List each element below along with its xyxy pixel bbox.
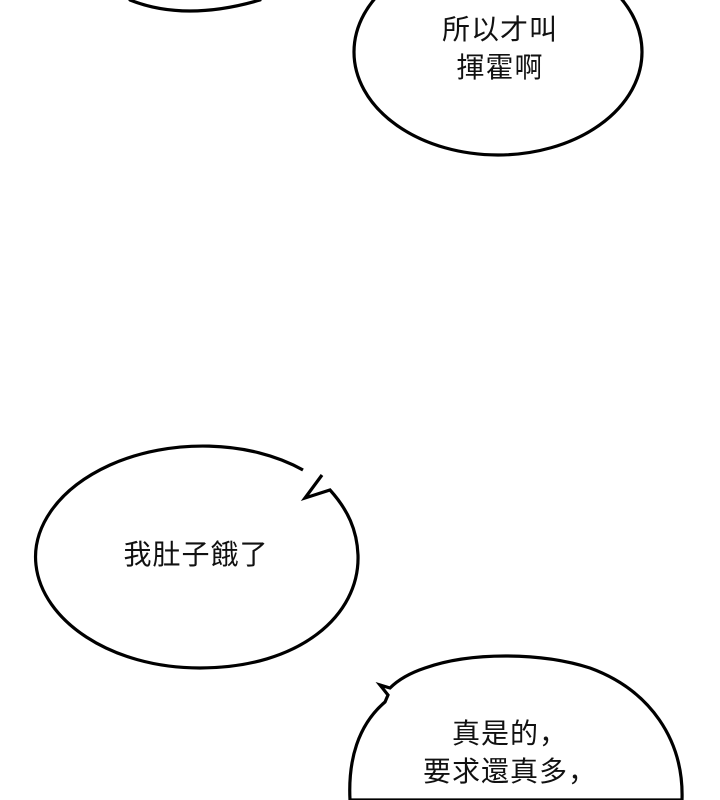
speech-bubble-3-text: 真是的， 要求還真多， xyxy=(410,715,610,791)
speech-bubble-3-outline xyxy=(348,654,684,800)
bubble-2-line-1: 我肚子餓了 xyxy=(123,538,269,571)
speech-bubble-2-text: 我肚子餓了 xyxy=(96,536,296,574)
partial-speech-bubble-top xyxy=(128,0,262,13)
bubble-3-line-1: 真是的， xyxy=(451,717,568,750)
speech-bubble-2-outline xyxy=(33,444,360,670)
bubble-1-line-2: 揮霍啊 xyxy=(456,51,544,84)
bubble-1-line-1: 所以才叫 xyxy=(441,13,558,46)
speech-bubble-1-outline xyxy=(352,0,644,157)
bubble-3-line-2: 要求還真多， xyxy=(422,755,597,788)
speech-bubble-1-text: 所以才叫 揮霍啊 xyxy=(400,11,600,87)
